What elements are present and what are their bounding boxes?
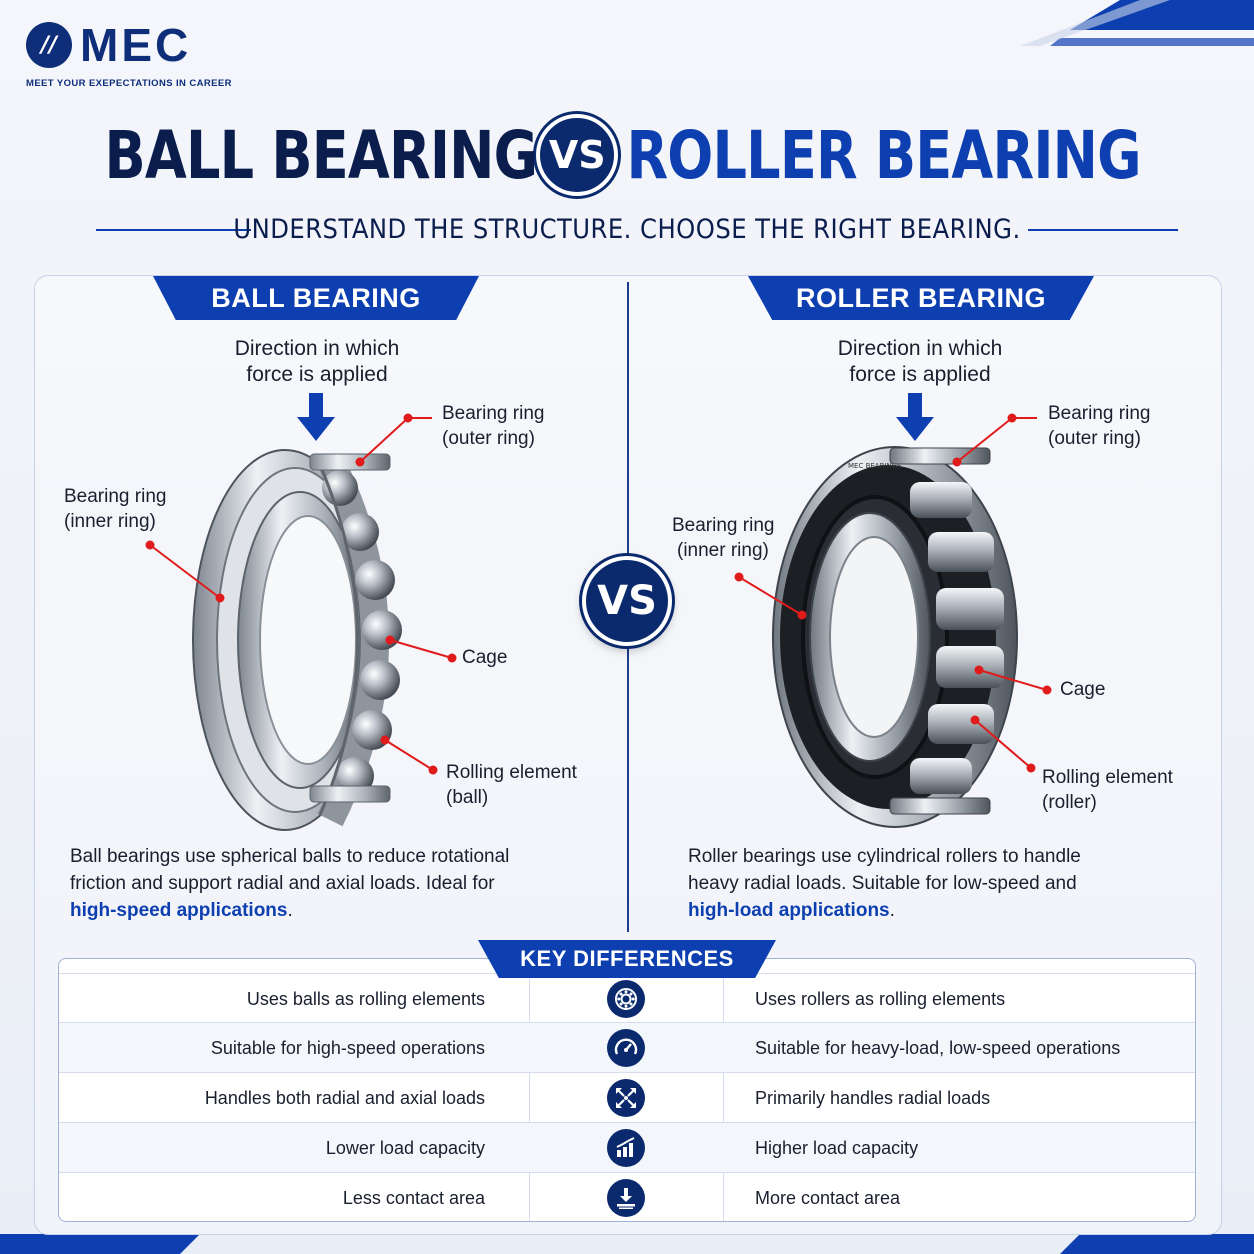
roller-outer-ring-label: Bearing ring (outer ring) xyxy=(1048,401,1150,451)
ball-leader-lines xyxy=(145,413,457,775)
ball-direction-line1: Direction in which xyxy=(234,337,400,360)
ball-cage-label: Cage xyxy=(462,647,508,668)
bottom-right-stripes xyxy=(1060,1234,1254,1254)
table-row: Less contact area More contact area xyxy=(59,1173,1195,1221)
ball-rolling-line1: Rolling element xyxy=(446,762,577,783)
speedometer-icon xyxy=(607,1029,645,1067)
logo-icon: // xyxy=(26,22,72,68)
ball-desc-end: . xyxy=(287,900,293,921)
ball-description: Ball bearings use spherical balls to red… xyxy=(70,843,570,924)
contact-area-icon xyxy=(607,1179,645,1217)
row-roller-text: Higher load capacity xyxy=(755,1138,919,1158)
row-ball-text: Uses balls as rolling elements xyxy=(246,989,485,1009)
roller-rolling-line1: Rolling element xyxy=(1042,767,1173,788)
roller-desc-line2: heavy radial loads. Suitable for low-spe… xyxy=(688,873,1077,894)
roller-direction-line2: force is applied xyxy=(849,363,991,386)
table-divider-left xyxy=(529,959,530,1221)
title-ball-bearing: BALL BEARING xyxy=(104,116,538,194)
ball-direction-label: Direction in which force is applied xyxy=(167,336,467,388)
key-differences-table: Uses balls as rolling elements Uses roll… xyxy=(58,958,1196,1222)
row-ball-text: Suitable for high-speed operations xyxy=(210,1038,485,1058)
table-row: Handles both radial and axial loads Prim… xyxy=(59,1073,1195,1123)
table-row: Lower load capacity Higher load capacity xyxy=(59,1123,1195,1173)
table-row: Suitable for high-speed operations Suita… xyxy=(59,1023,1195,1073)
ball-desc-highlight: high-speed applications xyxy=(70,900,288,921)
subtitle-rule-right xyxy=(1028,229,1178,231)
roller-desc-end: . xyxy=(889,900,895,921)
roller-force-arrow-icon xyxy=(896,393,934,441)
roller-bearing-illustration: MEC BEARINGS xyxy=(772,446,1018,828)
title-roller-bearing: ROLLER BEARING xyxy=(626,116,1142,194)
roller-inner-ring-line2: (inner ring) xyxy=(677,540,769,561)
roller-rolling-element-label: Rolling element (roller) xyxy=(1042,765,1173,815)
logo-tagline: MEET YOUR EXEPECTATIONS IN CAREER xyxy=(26,78,232,89)
row-roller-text: More contact area xyxy=(755,1188,901,1208)
ball-rolling-line2: (ball) xyxy=(446,787,489,808)
roller-rolling-line2: (roller) xyxy=(1042,792,1097,813)
ball-desc-line1: Ball bearings use spherical balls to red… xyxy=(70,846,510,867)
roller-cage-label: Cage xyxy=(1060,679,1106,700)
roller-engraving: MEC BEARINGS xyxy=(848,462,902,470)
vs-badge-title: VS xyxy=(536,114,619,196)
ball-bearing-illustration xyxy=(192,449,402,831)
subtitle: UNDERSTAND THE STRUCTURE. CHOOSE THE RIG… xyxy=(233,214,1021,245)
roller-inner-ring-line1: Bearing ring xyxy=(672,515,775,536)
arrows-expand-icon xyxy=(607,1079,645,1117)
ball-rolling-element-label: Rolling element (ball) xyxy=(446,760,577,810)
row-ball-text: Handles both radial and axial loads xyxy=(204,1088,485,1108)
page-title: BALL BEARING VS ROLLER BEARING xyxy=(0,110,1254,200)
roller-leader-lines xyxy=(734,413,1052,773)
ball-direction-line2: force is applied xyxy=(246,363,388,386)
ball-inner-ring-line1: Bearing ring xyxy=(64,486,167,507)
roller-desc-highlight: high-load applications xyxy=(688,900,890,921)
roller-bearing-banner: ROLLER BEARING xyxy=(748,276,1094,320)
ball-desc-line2: friction and support radial and axial lo… xyxy=(70,873,495,894)
table-divider-right xyxy=(723,959,724,1221)
roller-outer-ring-line1: Bearing ring xyxy=(1048,403,1151,424)
bar-chart-icon xyxy=(607,1129,645,1167)
row-roller-text: Uses rollers as rolling elements xyxy=(755,989,1006,1009)
ball-outer-ring-label: Bearing ring (outer ring) xyxy=(442,401,544,451)
row-ball-text: Less contact area xyxy=(342,1188,485,1208)
ball-outer-ring-line1: Bearing ring xyxy=(442,403,545,424)
roller-description: Roller bearings use cylindrical rollers … xyxy=(688,843,1188,924)
ball-inner-ring-line2: (inner ring) xyxy=(64,511,156,532)
roller-inner-ring-label: Bearing ring (inner ring) xyxy=(672,513,774,563)
row-roller-text: Suitable for heavy-load, low-speed opera… xyxy=(755,1038,1121,1058)
ball-force-arrow-icon xyxy=(297,393,335,441)
logo-text: MEC xyxy=(80,19,192,71)
vs-badge-center: VS xyxy=(582,556,672,646)
ball-inner-ring-label: Bearing ring (inner ring) xyxy=(64,484,166,534)
row-roller-text: Primarily handles radial loads xyxy=(755,1088,991,1108)
roller-direction-label: Direction in which force is applied xyxy=(770,336,1070,388)
ball-bearing-banner: BALL BEARING xyxy=(153,276,479,320)
table-row: Uses balls as rolling elements Uses roll… xyxy=(59,973,1195,1023)
roller-desc-line1: Roller bearings use cylindrical rollers … xyxy=(688,846,1081,867)
bearing-icon xyxy=(607,980,645,1018)
ball-outer-ring-line2: (outer ring) xyxy=(442,428,535,449)
key-differences-banner: KEY DIFFERENCES xyxy=(478,940,776,978)
roller-direction-line1: Direction in which xyxy=(837,337,1003,360)
subtitle-rule-left xyxy=(96,229,251,231)
row-ball-text: Lower load capacity xyxy=(325,1138,485,1158)
roller-outer-ring-line2: (outer ring) xyxy=(1048,428,1141,449)
